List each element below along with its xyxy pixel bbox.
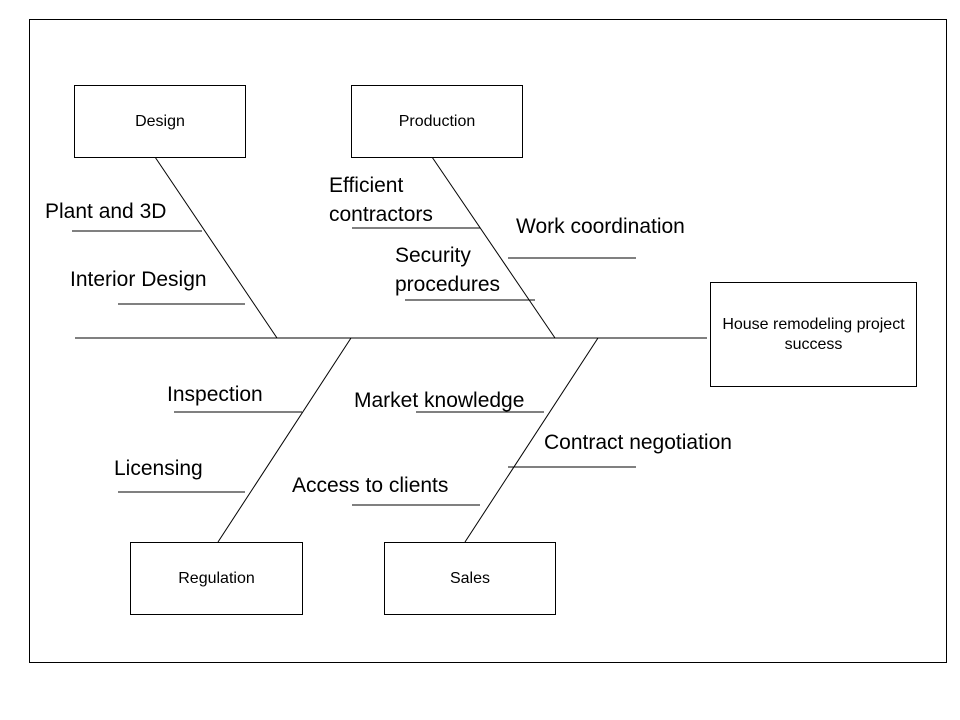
category-label: Design [135,112,185,130]
effect-box: House remodeling project success [710,282,917,387]
cause-label: Work coordination [516,215,685,238]
cause-label: Plant and 3D [45,200,167,223]
category-box-production: Production [351,85,523,158]
category-box-design: Design [74,85,246,158]
effect-label: House remodeling project success [722,315,905,353]
cause-label: Inspection [167,383,263,406]
category-label: Regulation [178,569,255,587]
category-label: Sales [449,569,491,587]
cause-label: Efficient contractors [329,174,433,226]
cause-label: Interior Design [70,268,207,291]
cause-label: Contract negotiation [544,431,732,454]
category-label: Production [398,112,476,130]
category-box-regulation: Regulation [130,542,303,615]
bone-sales [464,337,599,543]
diagram-frame [29,19,947,663]
bone-regulation [217,337,352,543]
category-box-sales: Sales [384,542,556,615]
cause-label: Market knowledge [354,389,525,412]
cause-label: Access to clients [292,474,449,497]
cause-label: Licensing [114,457,203,480]
bone-production [431,156,556,339]
cause-label: Security procedures [395,244,501,296]
bone-design [154,156,278,339]
